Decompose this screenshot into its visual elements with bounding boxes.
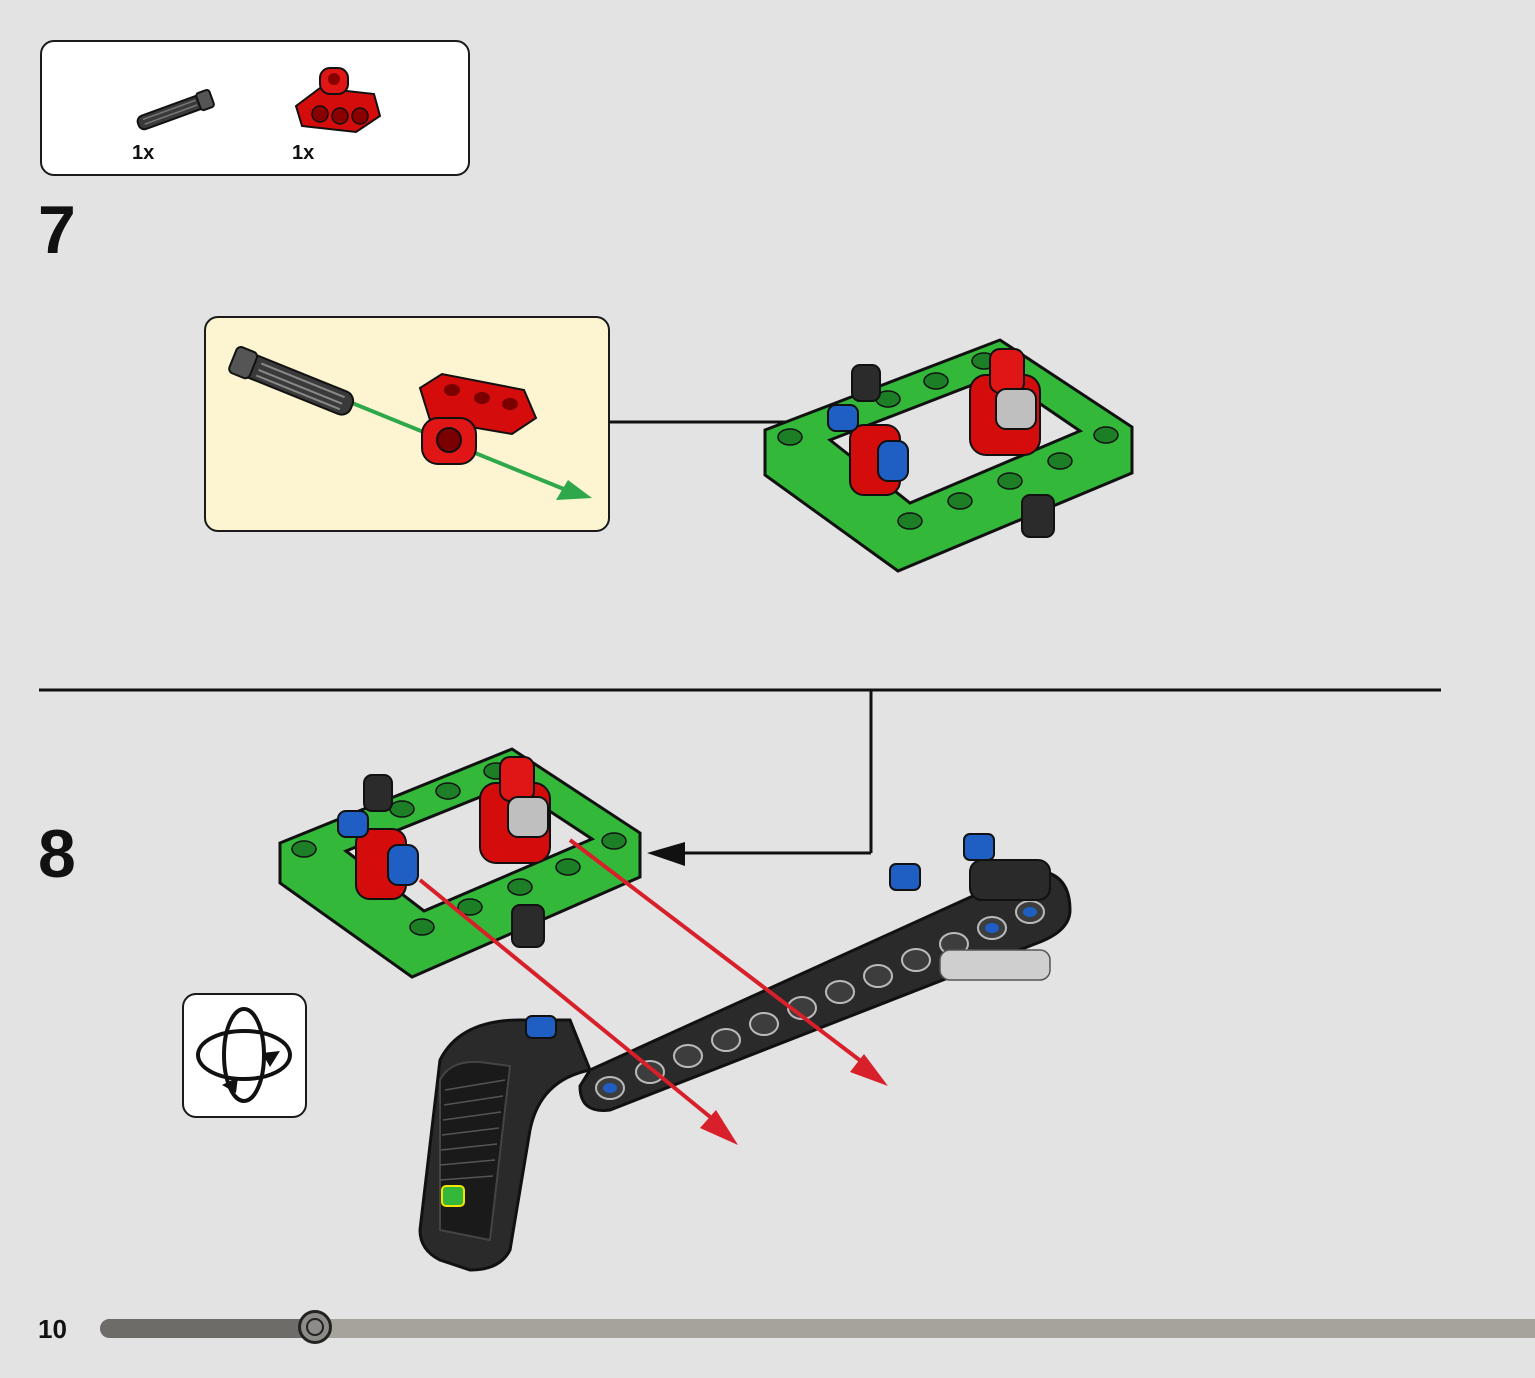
black-beam-assembly xyxy=(418,833,1072,1272)
part-quantity-1: 1x xyxy=(132,142,155,164)
red-beam-icon xyxy=(294,67,382,134)
part-quantity-2: 1x xyxy=(292,142,315,164)
page-number: 10 xyxy=(38,1314,67,1344)
sub-assembly-callout xyxy=(204,316,610,532)
axle-connector-icon xyxy=(136,89,215,131)
rotate-model-box xyxy=(182,993,307,1118)
step-number-8: 8 xyxy=(38,816,76,892)
step-number-7: 7 xyxy=(38,192,76,268)
page-progress-knob xyxy=(298,1310,333,1344)
green-frame-assembly-step8 xyxy=(278,747,642,979)
green-frame-assembly-step7 xyxy=(763,338,1134,573)
motion-arrows xyxy=(418,838,888,1145)
callout-illustration xyxy=(228,346,592,500)
page-progress-track xyxy=(100,1319,1535,1338)
assembly-direction-arrow xyxy=(647,842,685,866)
parts-list-box: 1x 1x xyxy=(40,40,470,176)
page-progress-fill xyxy=(100,1319,316,1338)
step-divider xyxy=(39,688,1441,855)
rotate-model-icon xyxy=(196,1007,292,1103)
